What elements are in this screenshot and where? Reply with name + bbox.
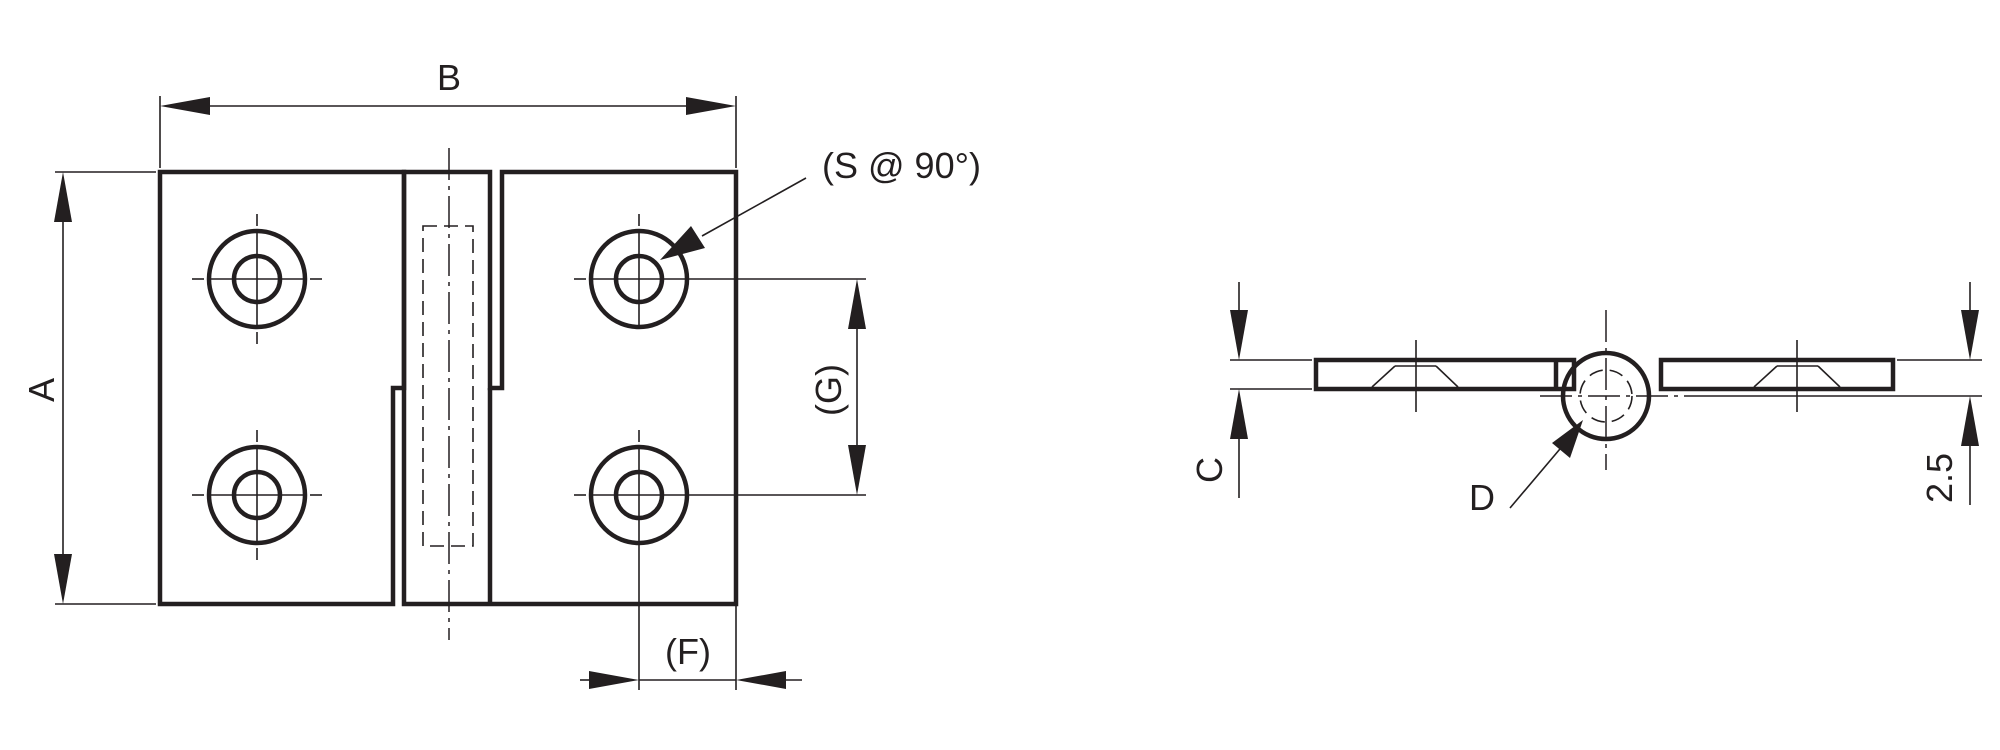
label-g: (G) <box>808 364 849 416</box>
label-d: D <box>1469 477 1495 518</box>
b-arrow-right <box>686 97 736 115</box>
t-arrow-top <box>1961 310 1979 360</box>
side-view <box>1230 310 1982 470</box>
dimension-c: C <box>1189 282 1248 498</box>
label-thickness: 2.5 <box>1919 453 1960 503</box>
hidden-pin <box>422 225 474 547</box>
countersink-right <box>1753 340 1841 412</box>
hole-top-right <box>574 214 690 330</box>
a-arrow-bottom <box>54 554 72 604</box>
side-pin-hidden <box>1579 369 1633 423</box>
dimension-f: (F) <box>580 604 802 690</box>
s-arrow <box>660 226 705 260</box>
dimension-b: B <box>159 57 737 168</box>
label-b: B <box>437 57 461 98</box>
side-left-plate <box>1313 357 1577 392</box>
dimension-a: A <box>21 171 156 605</box>
right-leaf <box>401 169 739 607</box>
a-arrow-top <box>54 172 72 222</box>
hole-bottom-left <box>192 430 322 560</box>
front-view <box>157 148 866 690</box>
label-f: (F) <box>665 631 711 672</box>
g-arrow-top <box>848 279 866 329</box>
dimension-thickness: 2.5 <box>1919 282 1979 505</box>
b-arrow-left <box>160 97 210 115</box>
leader-s: (S @ 90°) <box>660 145 981 260</box>
f-arrow-right <box>736 671 786 689</box>
hole-top-left <box>192 214 322 344</box>
countersink-left <box>1371 340 1459 412</box>
g-arrow-bottom <box>848 445 866 495</box>
label-c: C <box>1189 457 1230 483</box>
f-arrow-left <box>589 671 639 689</box>
hole-bottom-right <box>574 430 690 690</box>
c-arrow-top <box>1230 310 1248 360</box>
t-arrow-bottom <box>1961 396 1979 446</box>
label-a: A <box>21 378 62 402</box>
side-right-plate <box>1658 357 1896 392</box>
leader-d: D <box>1469 420 1583 518</box>
dimension-g: (G) <box>808 279 866 495</box>
d-arrow <box>1552 420 1583 458</box>
c-arrow-bottom <box>1230 389 1248 439</box>
label-s: (S @ 90°) <box>822 145 981 186</box>
